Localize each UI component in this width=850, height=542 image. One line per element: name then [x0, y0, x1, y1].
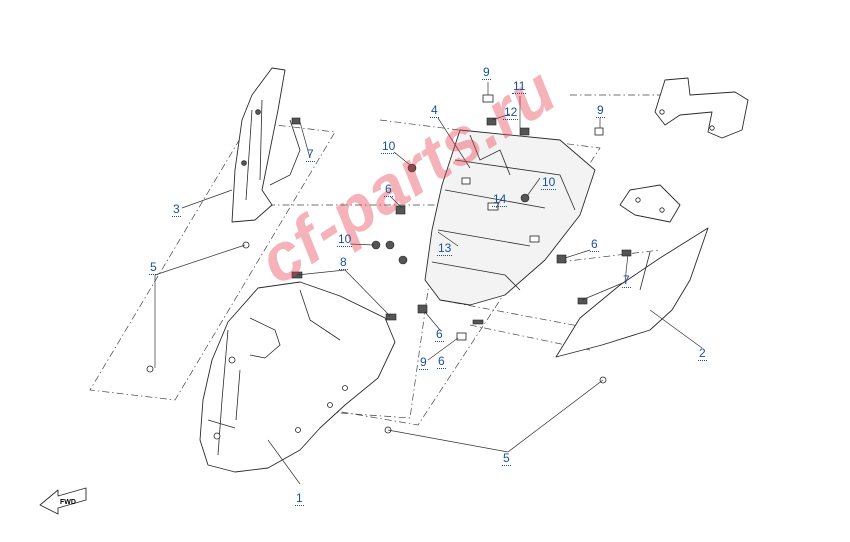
- callout-7-right[interactable]: 7: [622, 273, 631, 288]
- callout-10-left[interactable]: 10: [337, 232, 353, 247]
- callout-5-left[interactable]: 5: [149, 260, 158, 275]
- leader-lines: [154, 82, 703, 485]
- callout-6-lower[interactable]: 6: [435, 327, 444, 342]
- callout-10-top[interactable]: 10: [381, 139, 397, 154]
- mount-brackets: [619, 77, 749, 223]
- callout-6-upper[interactable]: 6: [384, 182, 393, 197]
- callout-13[interactable]: 13: [437, 241, 453, 256]
- part-1-front-cowl: [199, 281, 396, 473]
- part-2-side-panel: [555, 227, 709, 358]
- callout-14[interactable]: 14: [492, 192, 508, 207]
- callout-5-bottom[interactable]: 5: [502, 451, 511, 466]
- callout-6-right[interactable]: 6: [590, 237, 599, 252]
- callout-7-left[interactable]: 7: [306, 147, 315, 162]
- callout-11[interactable]: 11: [512, 79, 527, 94]
- callout-8[interactable]: 8: [339, 255, 348, 270]
- callout-1[interactable]: 1: [295, 491, 304, 506]
- part-4-inner-bracket: [424, 129, 596, 306]
- callout-9-top[interactable]: 9: [482, 65, 491, 80]
- callout-9-bottom[interactable]: 9: [419, 355, 428, 370]
- fwd-arrow-icon: FWD: [39, 487, 87, 515]
- callout-3[interactable]: 3: [172, 202, 181, 217]
- callout-6-extra[interactable]: 6: [437, 354, 446, 369]
- callout-2[interactable]: 2: [698, 346, 707, 361]
- fasteners: [146, 94, 632, 434]
- callout-4[interactable]: 4: [430, 103, 439, 118]
- part-3-side-panel: [231, 67, 301, 223]
- fwd-label: FWD: [60, 499, 76, 506]
- callout-9-right[interactable]: 9: [596, 103, 605, 118]
- callout-10-right[interactable]: 10: [541, 175, 557, 190]
- callout-12[interactable]: 12: [503, 105, 519, 120]
